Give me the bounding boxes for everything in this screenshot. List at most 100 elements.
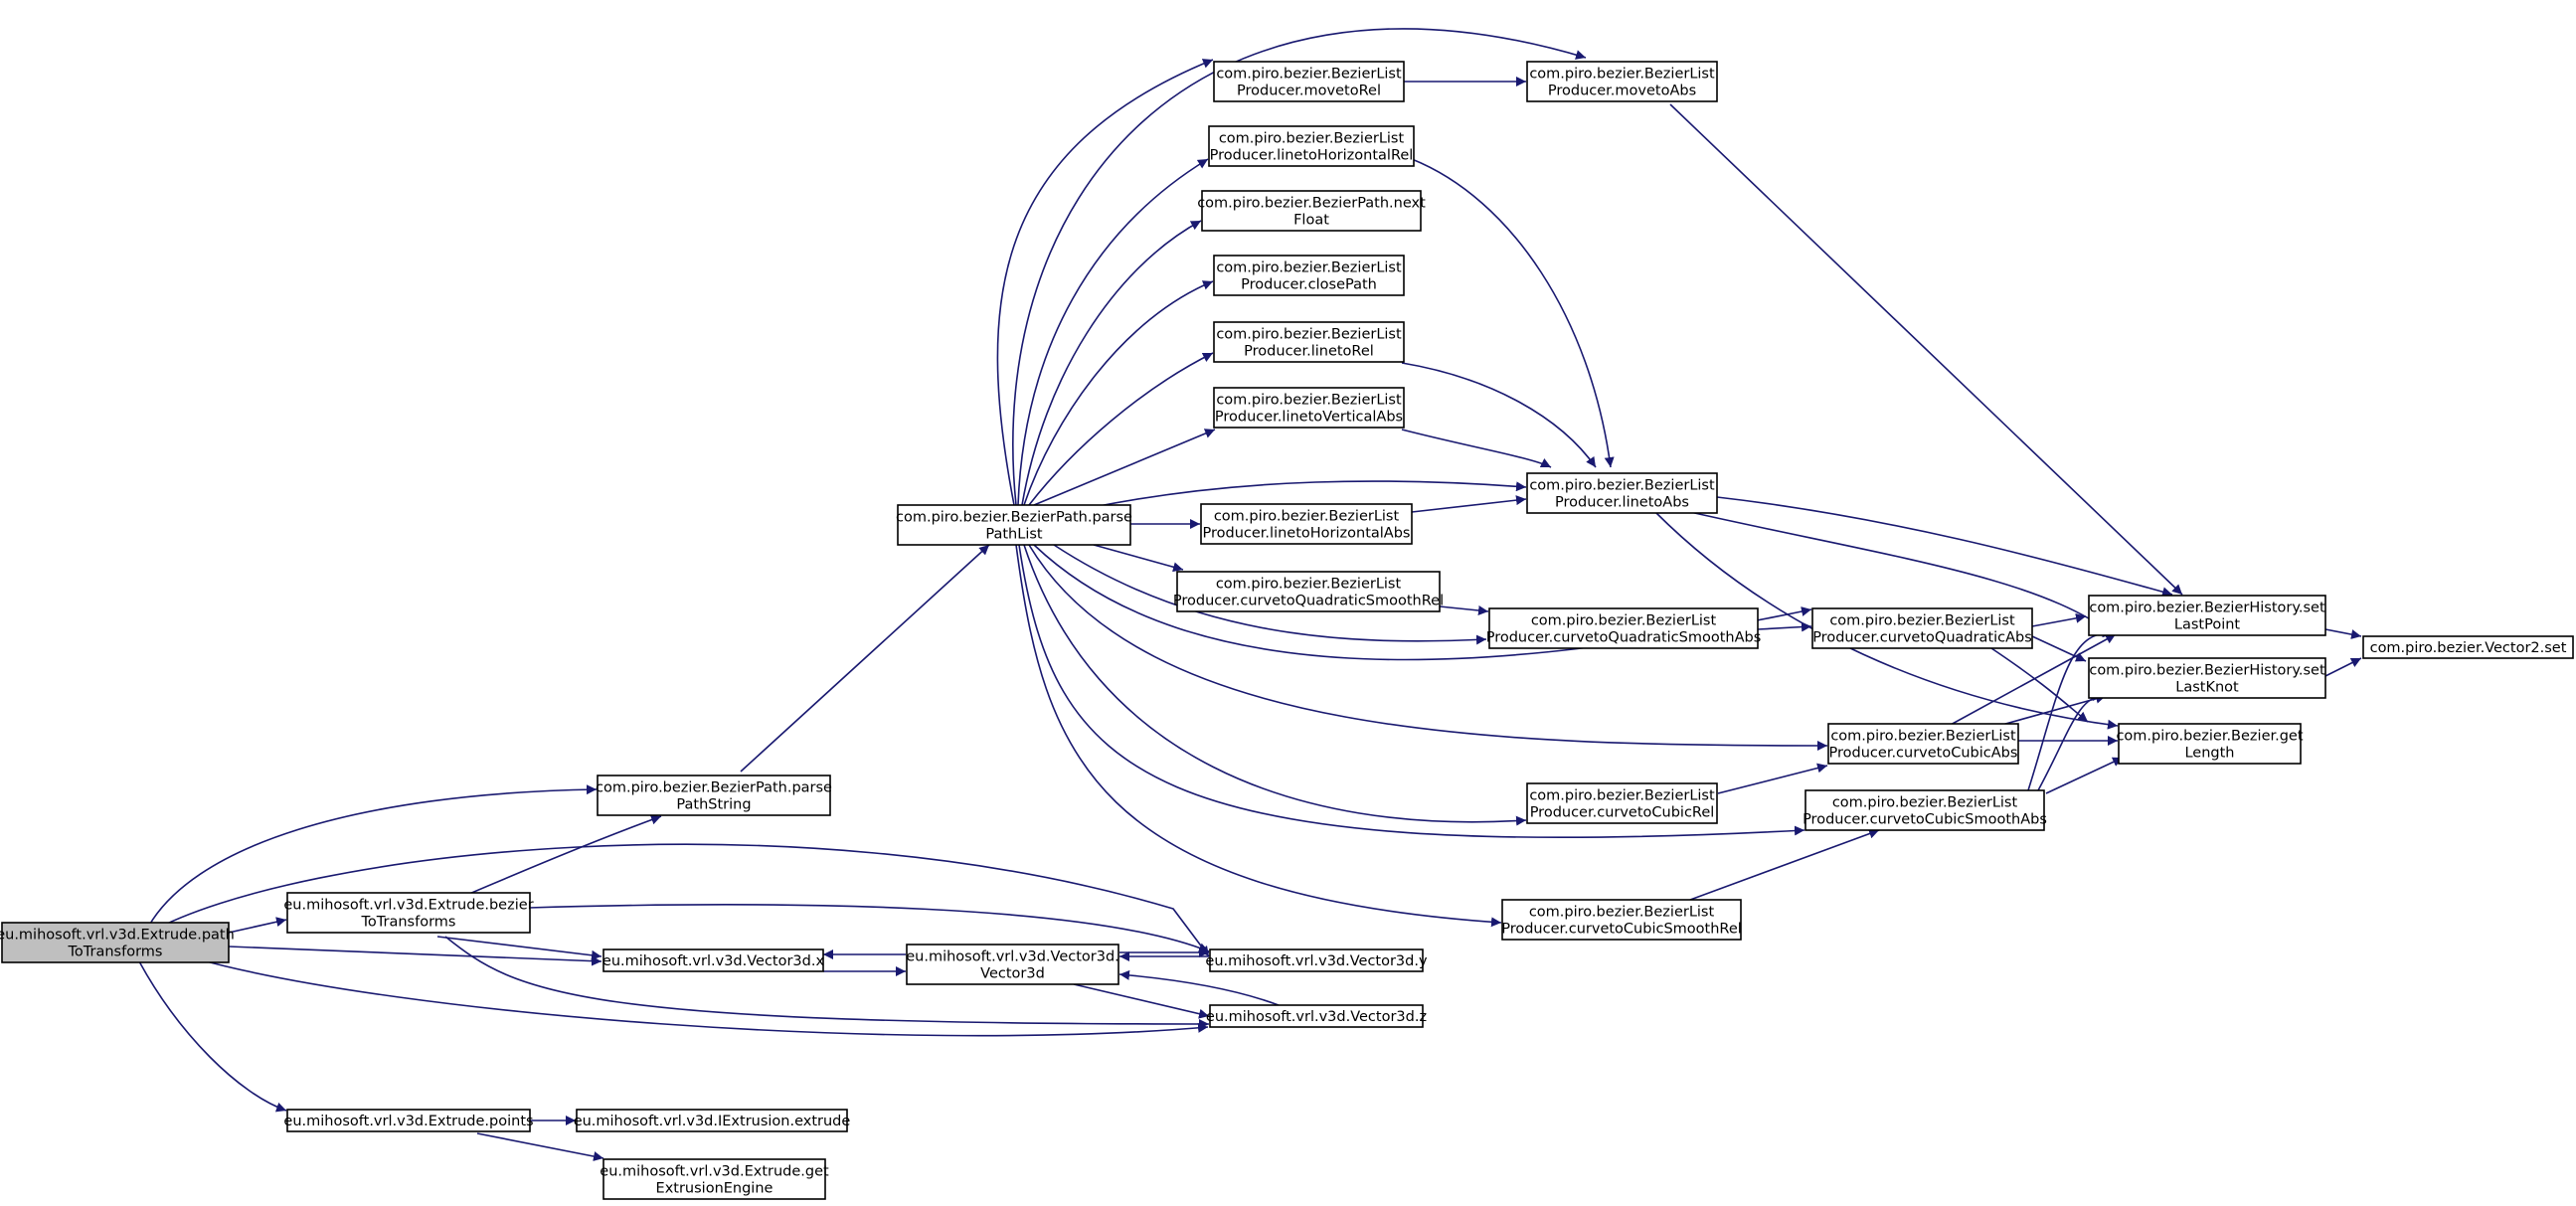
edge — [1021, 220, 1202, 506]
node-box — [1209, 1004, 1424, 1028]
node-label: PathString — [676, 797, 751, 813]
edge — [1411, 495, 1527, 513]
edge — [1012, 28, 1587, 506]
node-label: Producer.curvetoQuadraticSmoothRel — [1173, 594, 1444, 609]
edge — [1717, 763, 1828, 794]
edge — [1987, 645, 2089, 723]
node-box — [1526, 472, 1718, 514]
node-label: com.piro.bezier.BezierList — [1214, 509, 1400, 525]
node-vector3d-ctor[interactable]: eu.mihosoft.vrl.v3d.Vector3d.Vector3d — [906, 944, 1119, 985]
node-producer-lineto-horizontal-rel[interactable]: com.piro.bezier.BezierListProducer.linet… — [1208, 125, 1415, 167]
node-box — [1526, 782, 1718, 824]
node-box — [576, 1109, 848, 1132]
edge — [1028, 352, 1214, 506]
node-box — [286, 1109, 531, 1132]
node-label: Producer.curvetoQuadraticSmoothAbs — [1486, 630, 1762, 646]
edge — [2031, 612, 2087, 627]
node-box — [1213, 255, 1405, 296]
node-producer-curveto-cubic-abs[interactable]: com.piro.bezier.BezierListProducer.curve… — [1827, 723, 2019, 765]
edge — [2037, 691, 2104, 791]
node-box — [602, 1158, 826, 1200]
node-producer-curveto-cubic-smooth-abs[interactable]: com.piro.bezier.BezierListProducer.curve… — [1803, 789, 2047, 831]
node-label: com.piro.bezier.BezierList — [1216, 67, 1402, 83]
edge — [1023, 544, 1527, 826]
node-producer-lineto-rel[interactable]: com.piro.bezier.BezierListProducer.linet… — [1213, 321, 1405, 363]
edge — [2324, 628, 2362, 639]
edge — [138, 960, 287, 1113]
edge — [1689, 511, 2114, 635]
edge — [996, 59, 1214, 506]
node-producer-curveto-quadratic-smooth-abs[interactable]: com.piro.bezier.BezierListProducer.curve… — [1486, 607, 1762, 649]
node-extrude-bezier-to-transforms[interactable]: eu.mihosoft.vrl.v3d.Extrude.bezierToTran… — [283, 892, 534, 934]
edge — [476, 1132, 604, 1161]
node-history-set-last-knot[interactable]: com.piro.bezier.BezierHistory.setLastKno… — [2088, 657, 2326, 699]
node-extrude-get-extrusion-engine[interactable]: eu.mihosoft.vrl.v3d.Extrude.getExtrusion… — [600, 1158, 829, 1200]
node-vector3d-x[interactable]: eu.mihosoft.vrl.v3d.Vector3d.x — [602, 948, 825, 972]
node-label: ExtrusionEngine — [656, 1181, 773, 1197]
node-box — [1, 922, 230, 963]
node-producer-lineto-vertical-abs[interactable]: com.piro.bezier.BezierListProducer.linet… — [1213, 387, 1405, 429]
node-label: com.piro.bezier.BezierHistory.set — [2089, 601, 2325, 616]
node-label: eu.mihosoft.vrl.v3d.Extrude.path — [0, 928, 235, 944]
node-history-set-last-point[interactable]: com.piro.bezier.BezierHistory.setLastPoi… — [2088, 595, 2326, 636]
node-label: com.piro.bezier.BezierList — [1216, 393, 1402, 409]
node-producer-moveto-abs[interactable]: com.piro.bezier.BezierListProducer.movet… — [1526, 61, 1718, 102]
node-iextrusion-extrude[interactable]: eu.mihosoft.vrl.v3d.IExtrusion.extrude — [574, 1109, 851, 1132]
node-producer-curveto-cubic-smooth-rel[interactable]: com.piro.bezier.BezierListProducer.curve… — [1501, 899, 1742, 941]
node-vector3d-z[interactable]: eu.mihosoft.vrl.v3d.Vector3d.z — [1206, 1004, 1427, 1028]
edge — [1439, 605, 1489, 615]
node-label: Producer.linetoHorizontalRel — [1210, 148, 1414, 164]
node-producer-close-path[interactable]: com.piro.bezier.BezierListProducer.close… — [1213, 255, 1405, 296]
node-box — [1804, 789, 2045, 831]
edge — [148, 843, 1210, 957]
edge — [1033, 429, 1216, 506]
node-extrude-path-to-transforms[interactable]: eu.mihosoft.vrl.v3d.Extrude.pathToTransf… — [0, 922, 235, 963]
node-label: eu.mihosoft.vrl.v3d.Extrude.bezier — [283, 898, 533, 914]
edge — [1716, 496, 2173, 598]
node-box — [1811, 607, 2033, 649]
node-label: eu.mihosoft.vrl.v3d.IExtrusion.extrude — [574, 1114, 851, 1129]
node-vector2-set[interactable]: com.piro.bezier.Vector2.set — [2362, 635, 2574, 659]
node-label: com.piro.bezier.BezierList — [1529, 67, 1715, 83]
node-producer-curveto-cubic-rel[interactable]: com.piro.bezier.BezierListProducer.curve… — [1526, 782, 1718, 824]
node-box — [897, 504, 1131, 546]
node-vector3d-y[interactable]: eu.mihosoft.vrl.v3d.Vector3d.y — [1205, 948, 1428, 972]
edge — [2045, 757, 2124, 794]
node-label: Producer.closePath — [1241, 277, 1377, 293]
node-box — [1176, 571, 1441, 612]
node-box — [1213, 387, 1405, 429]
edge — [740, 544, 990, 773]
node-box — [2088, 595, 2326, 636]
edge — [444, 936, 1210, 1029]
node-producer-moveto-rel[interactable]: com.piro.bezier.BezierListProducer.movet… — [1213, 61, 1405, 102]
node-label: LastPoint — [2174, 617, 2241, 633]
node-extrude-points[interactable]: eu.mihosoft.vrl.v3d.Extrude.points — [283, 1109, 534, 1132]
edge — [1053, 544, 1487, 645]
node-producer-curveto-quadratic-smooth-rel[interactable]: com.piro.bezier.BezierListProducer.curve… — [1173, 571, 1444, 612]
node-producer-curveto-quadratic-abs[interactable]: com.piro.bezier.BezierListProducer.curve… — [1811, 607, 2033, 649]
node-box — [1501, 899, 1742, 941]
node-label: LastKnot — [2175, 680, 2239, 696]
edge — [1689, 828, 1880, 901]
node-producer-lineto-abs[interactable]: com.piro.bezier.BezierListProducer.linet… — [1526, 472, 1718, 514]
edge — [1948, 633, 2117, 727]
node-label: Producer.curvetoQuadraticAbs — [1812, 630, 2032, 646]
node-label: eu.mihosoft.vrl.v3d.Vector3d.x — [602, 953, 825, 969]
node-label: Producer.curvetoCubicSmoothRel — [1501, 922, 1742, 938]
node-bezierpath-parse-path-string[interactable]: com.piro.bezier.BezierPath.parsePathStri… — [596, 775, 832, 816]
node-producer-lineto-horizontal-abs[interactable]: com.piro.bezier.BezierListProducer.linet… — [1200, 503, 1413, 545]
edge — [461, 814, 662, 898]
node-label: com.piro.bezier.Bezier.get — [2116, 729, 2303, 745]
edges — [138, 28, 2362, 1161]
node-box — [1208, 125, 1415, 167]
edge — [1073, 983, 1210, 1019]
node-box — [1200, 503, 1413, 545]
edge — [198, 958, 1209, 1037]
node-label: Float — [1293, 213, 1329, 229]
node-label: com.piro.bezier.BezierPath.parse — [896, 510, 1132, 526]
edge — [528, 904, 1210, 952]
node-label: com.piro.bezier.BezierList — [1216, 577, 1402, 593]
